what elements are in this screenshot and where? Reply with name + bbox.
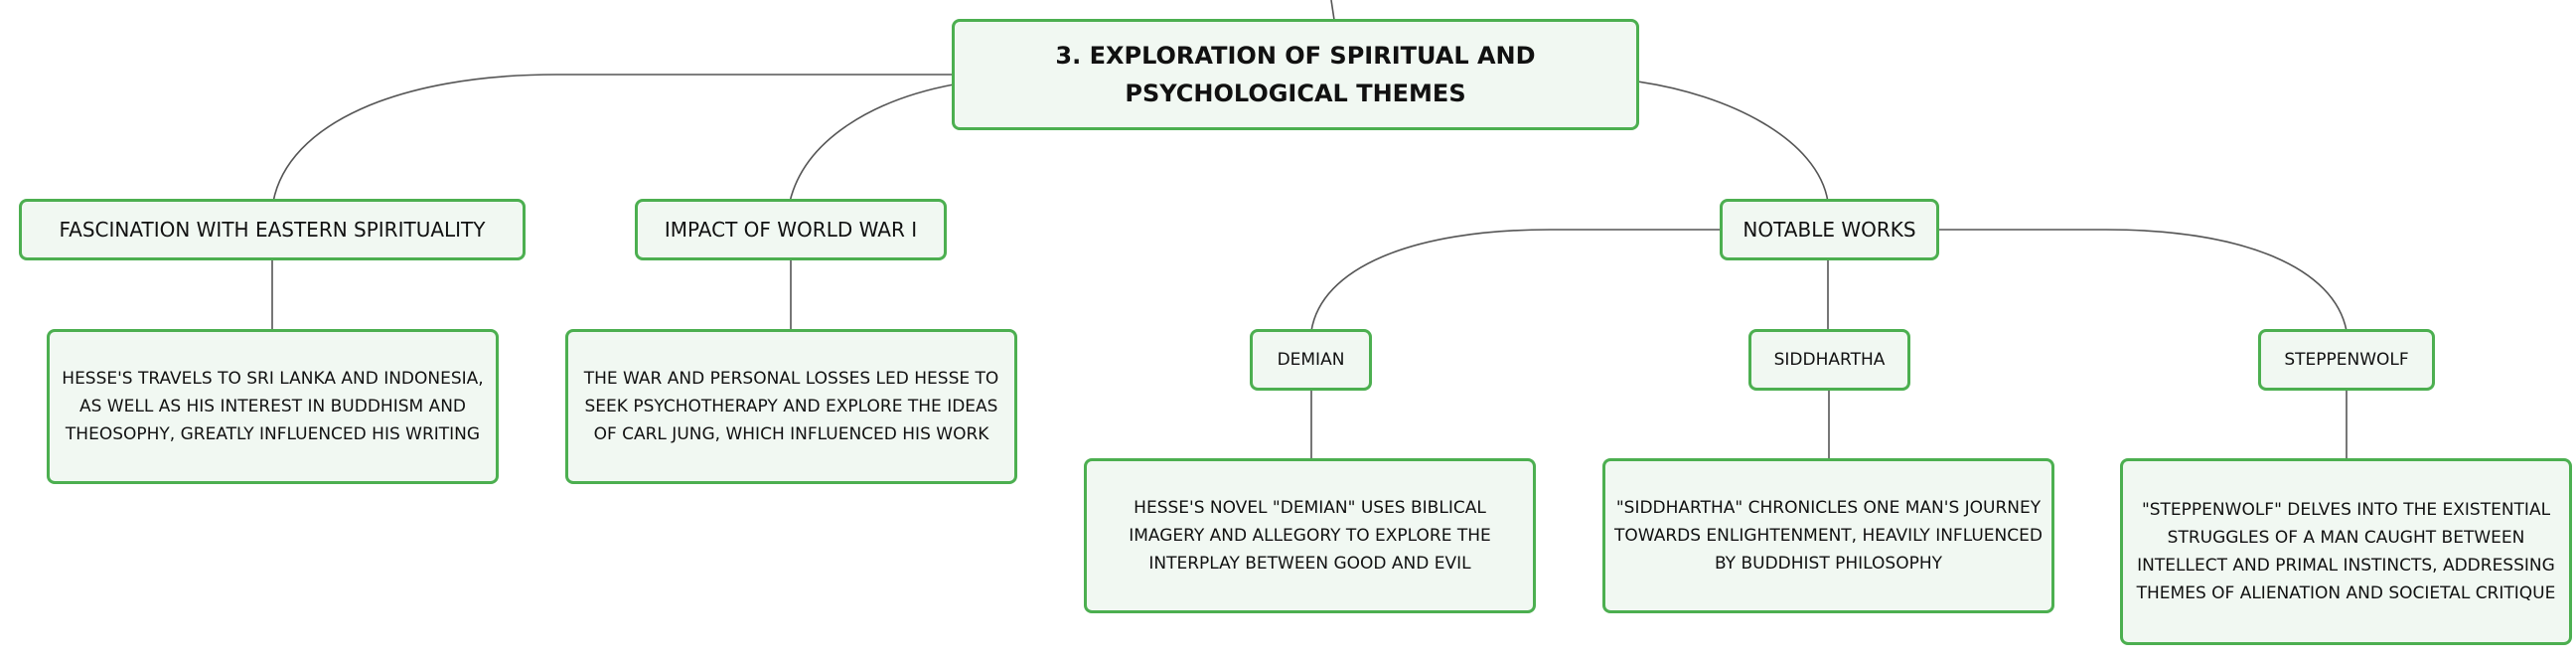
topic-world-war-i-label: IMPACT OF WORLD WAR I xyxy=(664,218,918,242)
detail-siddhartha[interactable]: "SIDDHARTHA" CHRONICLES ONE MAN'S JOURNE… xyxy=(1602,458,2054,613)
work-siddhartha-label: SIDDHARTHA xyxy=(1773,350,1886,370)
connector-root-works xyxy=(1636,81,1829,203)
connector-works-demian xyxy=(1310,229,1722,332)
work-siddhartha[interactable]: SIDDHARTHA xyxy=(1748,329,1910,391)
detail-steppenwolf[interactable]: "STEPPENWOLF" DELVES INTO THE EXISTENTIA… xyxy=(2120,458,2572,645)
detail-siddhartha-text: "SIDDHARTHA" CHRONICLES ONE MAN'S JOURNE… xyxy=(1614,498,2043,574)
detail-eastern-spirituality-text: HESSE'S TRAVELS TO SRI LANKA AND INDONES… xyxy=(62,369,484,444)
topic-notable-works-label: NOTABLE WORKS xyxy=(1743,218,1916,242)
topic-world-war-i[interactable]: IMPACT OF WORLD WAR I xyxy=(635,199,947,260)
detail-demian[interactable]: HESSE'S NOVEL "DEMIAN" USES BIBLICAL IMA… xyxy=(1084,458,1536,613)
detail-demian-text: HESSE'S NOVEL "DEMIAN" USES BIBLICAL IMA… xyxy=(1129,498,1491,574)
connector-root-ww1 xyxy=(789,83,955,203)
work-demian[interactable]: DEMIAN xyxy=(1250,329,1372,391)
work-demian-label: DEMIAN xyxy=(1277,350,1345,370)
topic-eastern-spirituality[interactable]: FASCINATION WITH EASTERN SPIRITUALITY xyxy=(19,199,526,260)
connector-root-eastern xyxy=(272,74,954,203)
root-node-label: 3. EXPLORATION OF SPIRITUAL AND PSYCHOLO… xyxy=(1055,42,1536,107)
detail-eastern-spirituality[interactable]: HESSE'S TRAVELS TO SRI LANKA AND INDONES… xyxy=(47,329,499,484)
topic-notable-works[interactable]: NOTABLE WORKS xyxy=(1720,199,1939,260)
connector-root-parent xyxy=(1330,0,1335,21)
detail-steppenwolf-text: "STEPPENWOLF" DELVES INTO THE EXISTENTIA… xyxy=(2136,500,2556,603)
detail-world-war-i-text: THE WAR AND PERSONAL LOSSES LED HESSE TO… xyxy=(583,369,999,444)
detail-world-war-i[interactable]: THE WAR AND PERSONAL LOSSES LED HESSE TO… xyxy=(565,329,1017,484)
connector-works-steppenwolf xyxy=(1937,229,2348,332)
work-steppenwolf-label: STEPPENWOLF xyxy=(2284,350,2409,370)
work-steppenwolf[interactable]: STEPPENWOLF xyxy=(2258,329,2435,391)
topic-eastern-spirituality-label: FASCINATION WITH EASTERN SPIRITUALITY xyxy=(59,218,486,242)
root-node[interactable]: 3. EXPLORATION OF SPIRITUAL AND PSYCHOLO… xyxy=(952,19,1639,130)
